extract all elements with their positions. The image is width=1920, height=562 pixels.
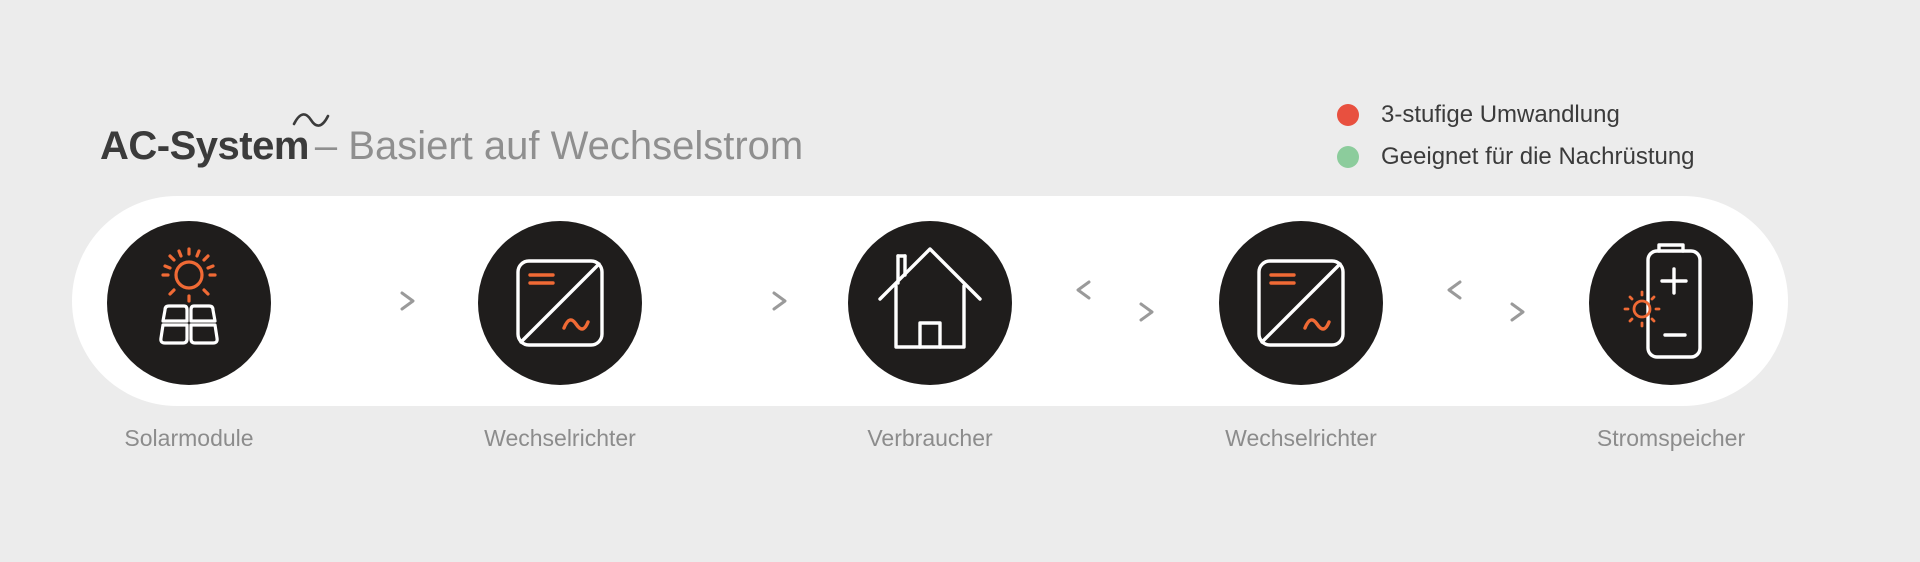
arrow-right-icon bbox=[338, 291, 415, 311]
legend-label: Geeignet für die Nachrüstung bbox=[1381, 143, 1695, 170]
bidirectional-arrow-icon bbox=[1075, 280, 1155, 322]
bidirectional-arrow-icon bbox=[1446, 280, 1526, 322]
inverter-icon bbox=[1257, 259, 1345, 347]
title-main: AC-System bbox=[100, 124, 309, 168]
node-label: Stromspeicher bbox=[1596, 425, 1746, 451]
ac-tilde-icon bbox=[292, 113, 330, 127]
title-sub: – Basiert auf Wechselstrom bbox=[314, 124, 804, 168]
node-label: Verbraucher bbox=[867, 425, 993, 451]
arrow-right-icon bbox=[710, 291, 787, 311]
node-inverter bbox=[1219, 221, 1383, 385]
node-label: Wechselrichter bbox=[1225, 425, 1377, 451]
node-label: Solarmodule bbox=[124, 425, 254, 451]
legend-dot-green bbox=[1337, 146, 1359, 168]
node-solarmodule bbox=[107, 221, 271, 385]
node-consumer bbox=[848, 221, 1012, 385]
battery-icon bbox=[1623, 243, 1702, 359]
node-label: Wechselrichter bbox=[484, 425, 636, 451]
legend-item: 3-stufige Umwandlung bbox=[1337, 94, 1695, 136]
legend-dot-red bbox=[1337, 104, 1359, 126]
legend-item: Geeignet für die Nachrüstung bbox=[1337, 136, 1695, 178]
node-inverter bbox=[478, 221, 642, 385]
house-icon bbox=[878, 247, 982, 349]
solar-panel-icon bbox=[159, 247, 219, 345]
inverter-icon bbox=[516, 259, 604, 347]
legend-label: 3-stufige Umwandlung bbox=[1381, 101, 1620, 128]
diagram-title: AC-System – Basiert auf Wechselstrom bbox=[100, 113, 804, 174]
legend: 3-stufige Umwandlung Geeignet für die Na… bbox=[1337, 94, 1695, 178]
node-storage bbox=[1589, 221, 1753, 385]
